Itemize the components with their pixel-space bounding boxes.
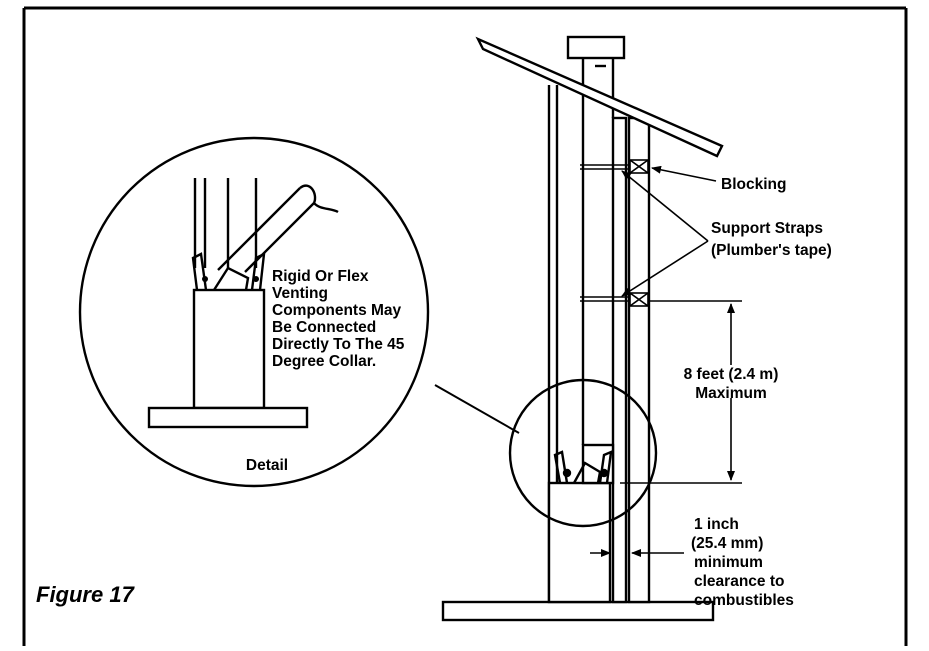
main-assembly — [441, 35, 724, 622]
detail-note-3: Components May — [272, 302, 402, 319]
clearance-label-4: clearance to — [694, 573, 784, 590]
clearance-label-3: minimum — [694, 554, 763, 571]
page-frame — [22, 6, 908, 646]
max-distance-label-1: 8 feet (2.4 m) — [684, 366, 779, 383]
figure-caption: Figure 17 — [36, 582, 136, 607]
max-distance-label-2: Maximum — [695, 385, 767, 402]
clearance-label-1: 1 inch — [694, 516, 739, 533]
support-straps-label-1: Support Straps — [711, 220, 823, 237]
detail-callout-circle — [508, 378, 658, 528]
hearth-base — [441, 600, 715, 622]
support-straps-label-2: (Plumber's tape) — [711, 242, 832, 259]
detail-caption: Detail — [246, 457, 288, 474]
detail-note-5: Directly To The 45 — [272, 336, 405, 353]
fireplace-body — [547, 481, 612, 604]
support-straps — [580, 159, 649, 307]
vent-termination-cap — [566, 35, 626, 60]
wall-stud-inner — [611, 116, 628, 604]
roof-line — [475, 36, 724, 158]
clearance-label-2: (25.4 mm) — [691, 535, 763, 552]
detail-note-6: Degree Collar. — [272, 353, 376, 370]
blocking-label: Blocking — [721, 176, 786, 193]
detail-note-1: Rigid Or Flex — [272, 268, 369, 285]
detail-view — [78, 136, 430, 488]
clearance-label-5: combustibles — [694, 592, 794, 609]
leaders — [590, 165, 742, 557]
detail-connector-line — [434, 384, 520, 434]
detail-note-4: Be Connected — [272, 319, 376, 336]
detail-note-2: Venting — [272, 285, 328, 302]
